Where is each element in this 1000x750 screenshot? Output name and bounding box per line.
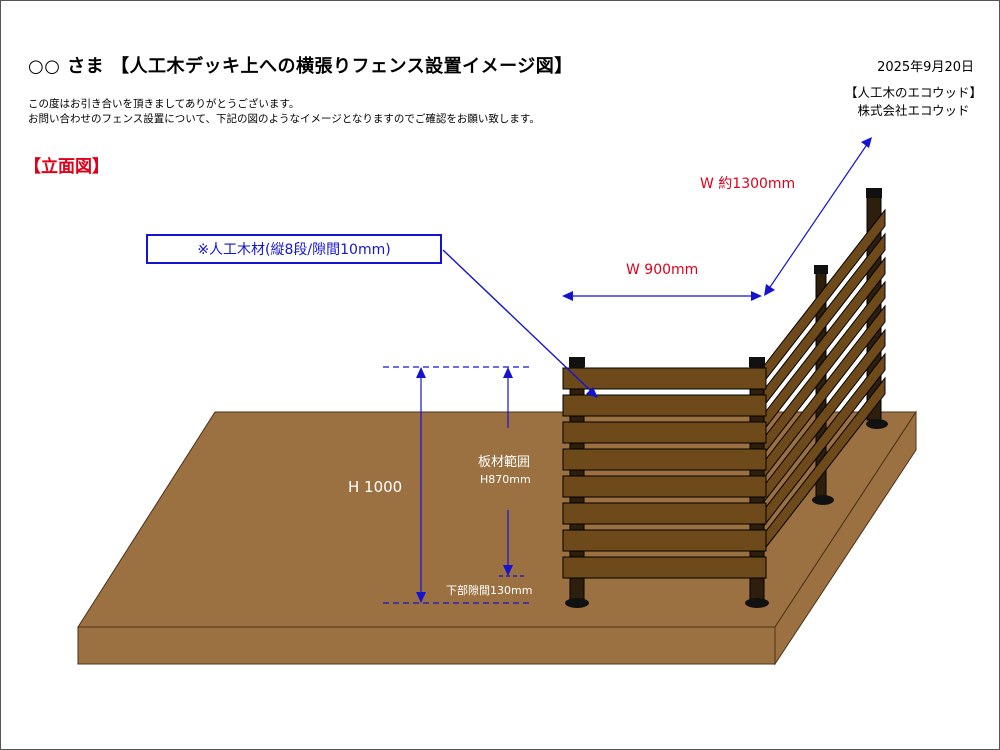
section-label-elevation: 【立面図】 [24, 157, 109, 177]
post-cap-back-far [866, 188, 882, 198]
label-board-range-value: H870mm [480, 473, 531, 486]
deck [77, 410, 917, 666]
width-dimension [562, 137, 872, 301]
post-foot-back-far [866, 419, 888, 429]
intro-line-2: お問い合わせのフェンス設置について、下記の図のようなイメージとなりますのでご確認… [28, 113, 540, 125]
material-note-text: ※人工木材(縦8段/隙間10mm) [197, 242, 391, 258]
intro-line-1: この度はお引き合いを頂きましてありがとうございます。 [28, 98, 300, 110]
label-width-short: W 900mm [626, 262, 698, 278]
post-cap-front-left [569, 357, 585, 367]
post-foot-back-mid [812, 495, 834, 505]
post-foot-front-left [565, 598, 589, 608]
label-width-long: W 約1300mm [700, 176, 795, 192]
company-brand: 【人工木のエコウッド】 [844, 85, 982, 100]
front-board-6 [562, 502, 767, 525]
front-board-3 [562, 421, 767, 444]
post-cap-back-mid [814, 265, 828, 274]
material-note-box: ※人工木材(縦8段/隙間10mm) [146, 234, 442, 264]
front-fence-boards [562, 367, 767, 579]
deck-front [77, 626, 776, 665]
document-date: 2025年9月20日 [877, 60, 974, 75]
front-board-8 [562, 556, 767, 579]
front-board-7 [562, 529, 767, 552]
company-block: 【人工木のエコウッド】 株式会社エコウッド [845, 84, 982, 120]
post-foot-front-right [745, 598, 769, 608]
company-name: 株式会社エコウッド [857, 103, 970, 118]
material-leader [442, 249, 598, 398]
front-board-5 [562, 475, 767, 498]
label-board-range: 板材範囲 [478, 455, 530, 470]
side-fence-boards [762, 208, 886, 553]
post-cap-front-right [749, 357, 765, 367]
intro-text: この度はお引き合いを頂きましてありがとうございます。 お問い合わせのフェンス設置… [28, 97, 540, 127]
deck-side [774, 410, 917, 666]
height-dimension [383, 366, 530, 604]
label-height-total: H 1000 [348, 478, 402, 496]
label-bottom-gap: 下部隙間130mm [446, 583, 532, 597]
front-board-1 [562, 367, 767, 390]
page-title: ○○ さま 【人工木デッキ上への横張りフェンス設置イメージ図】 [28, 56, 573, 77]
front-board-4 [562, 448, 767, 471]
front-board-2 [562, 394, 767, 417]
